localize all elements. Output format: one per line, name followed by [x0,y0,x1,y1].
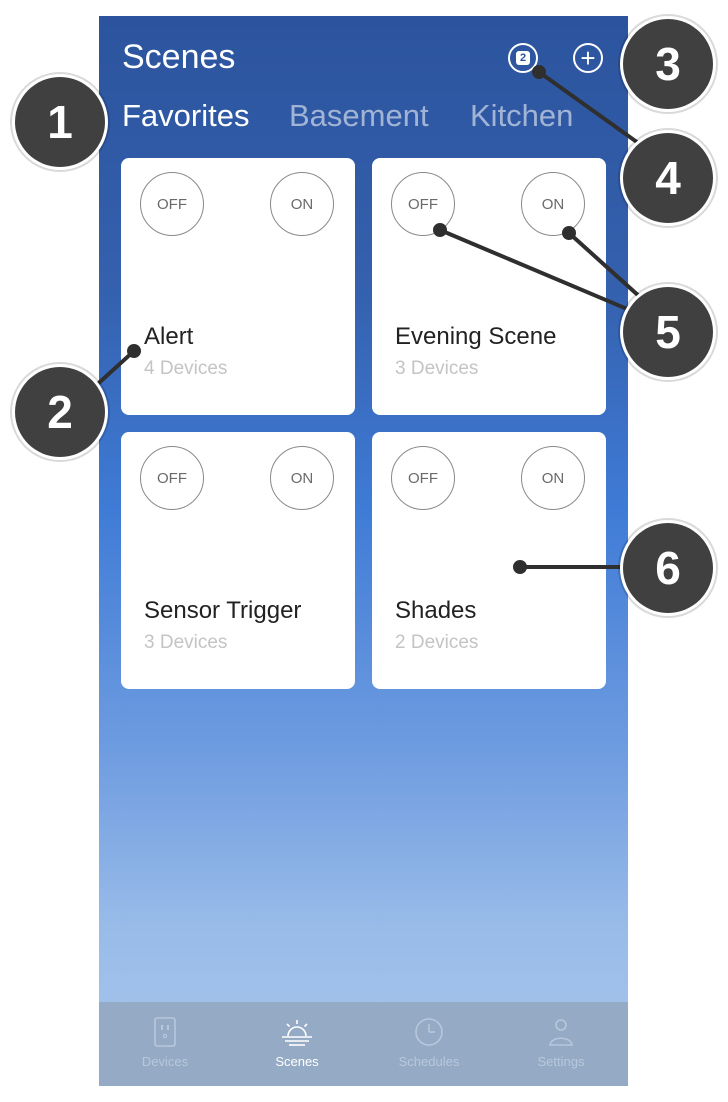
tab-kitchen[interactable]: Kitchen [470,98,574,133]
scene-off-button[interactable]: OFF [140,446,204,510]
clock-icon [413,1016,445,1053]
callout-1: 1 [15,77,105,167]
scene-card-alert[interactable]: OFF ON Alert 4 Devices [121,158,355,415]
nav-label: Devices [141,1054,189,1069]
tab-favorites[interactable]: Favorites [122,98,250,133]
person-icon [545,1016,577,1053]
favorites-count-button[interactable]: 2 [508,43,538,73]
scene-off-button[interactable]: OFF [391,172,455,236]
scene-card-evening-scene[interactable]: OFF ON Evening Scene 3 Devices [372,158,606,415]
nav-label: Settings [537,1054,585,1069]
sunrise-icon [280,1016,314,1053]
callout-5: 5 [623,287,713,377]
add-scene-button[interactable]: + [573,43,603,73]
scene-name: Alert [144,323,194,350]
callout-6: 6 [623,523,713,613]
nav-label: Schedules [398,1054,460,1069]
scene-device-count: 2 Devices [395,632,479,653]
scene-device-count: 3 Devices [395,358,479,379]
scene-name: Evening Scene [395,323,557,350]
callout-3: 3 [623,19,713,109]
callout-4: 4 [623,133,713,223]
scene-name: Sensor Trigger [144,597,302,624]
callout-2: 2 [15,367,105,457]
nav-schedules[interactable]: Schedules [363,1002,495,1086]
scene-device-count: 3 Devices [144,632,228,653]
scenes-screen: Scenes 2 + Favorites Basement Kitchen OF… [99,16,628,1086]
scene-off-button[interactable]: OFF [391,446,455,510]
outlet-icon [153,1016,177,1053]
bottom-nav-bar: Devices Scenes [99,1002,628,1086]
scene-card-shades[interactable]: OFF ON Shades 2 Devices [372,432,606,689]
scene-device-count: 4 Devices [144,358,228,379]
nav-scenes[interactable]: Scenes [231,1002,363,1086]
tab-basement[interactable]: Basement [289,98,429,133]
scene-on-button[interactable]: ON [270,446,334,510]
nav-settings[interactable]: Settings [495,1002,627,1086]
scene-card-sensor-trigger[interactable]: OFF ON Sensor Trigger 3 Devices [121,432,355,689]
scene-on-button[interactable]: ON [521,172,585,236]
favorites-count-badge: 2 [516,51,530,65]
page-title: Scenes [122,38,236,76]
nav-label: Scenes [275,1054,319,1069]
scene-on-button[interactable]: ON [521,446,585,510]
scene-on-button[interactable]: ON [270,172,334,236]
scene-name: Shades [395,597,477,624]
scene-off-button[interactable]: OFF [140,172,204,236]
plus-icon: + [580,43,596,73]
nav-devices[interactable]: Devices [99,1002,231,1086]
